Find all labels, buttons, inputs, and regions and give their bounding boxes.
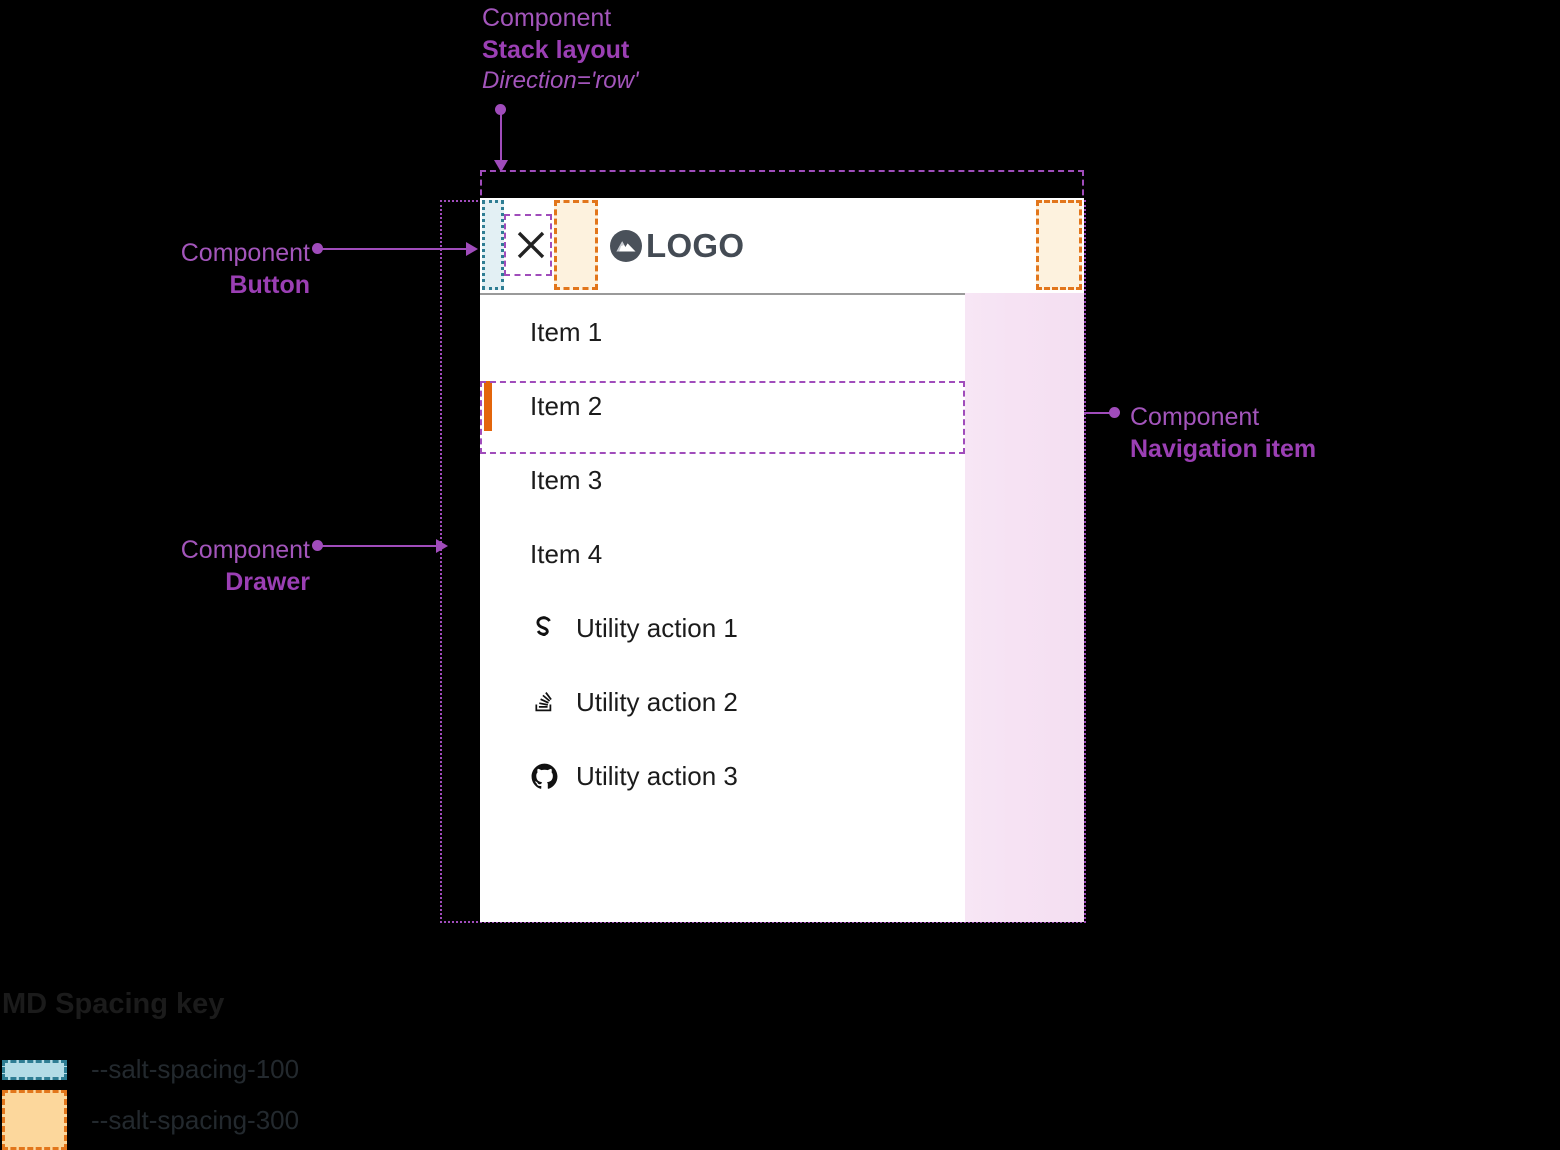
nav-item-4[interactable]: Item 4 bbox=[480, 517, 1084, 591]
leader-dot-stack-layout bbox=[495, 104, 506, 115]
annotation-stack-layout: Component Stack layout Direction='row' bbox=[482, 2, 639, 97]
annotation-button-name: Button bbox=[229, 271, 310, 299]
spacing-key-label-300: --salt-spacing-300 bbox=[91, 1104, 300, 1135]
close-button[interactable] bbox=[501, 215, 560, 274]
annotation-drawer-name: Drawer bbox=[225, 568, 310, 596]
utility-action-label: Utility action 3 bbox=[576, 760, 738, 791]
annotation-stack-layout-sub: Direction='row' bbox=[482, 67, 639, 94]
spacing-key-row-300: --salt-spacing-300 bbox=[2, 1090, 299, 1150]
mountain-logo-icon bbox=[610, 229, 642, 262]
utility-action-1[interactable]: Utility action 1 bbox=[480, 591, 1084, 665]
spacing-overlay-100-left bbox=[482, 200, 504, 290]
spacing-key-title: MD Spacing key bbox=[2, 988, 225, 1020]
annotation-button-kind: Component bbox=[180, 239, 310, 267]
leader-arrow-stack-layout bbox=[494, 160, 508, 172]
brand-lockup: LOGO bbox=[610, 198, 744, 293]
salt-s-icon bbox=[530, 614, 558, 642]
utility-action-3[interactable]: Utility action 3 bbox=[480, 739, 1084, 813]
annotation-button: Component Button bbox=[10, 237, 310, 301]
nav-item-1[interactable]: Item 1 bbox=[480, 295, 1084, 369]
leader-dot-navigation-item bbox=[1109, 407, 1120, 418]
utility-action-label: Utility action 1 bbox=[576, 612, 738, 643]
leader-dot-drawer bbox=[312, 540, 323, 551]
nav-item-label: Item 3 bbox=[530, 464, 603, 495]
spacing-key-label-100: --salt-spacing-100 bbox=[91, 1054, 300, 1084]
spacing-key-swatch-300 bbox=[2, 1090, 67, 1150]
active-indicator-bar bbox=[484, 381, 492, 431]
brand-text: LOGO bbox=[646, 226, 745, 264]
nav-item-label: Item 4 bbox=[530, 538, 603, 569]
leader-arrow-button bbox=[466, 242, 478, 256]
leader-line-drawer bbox=[320, 545, 438, 547]
utility-action-2[interactable]: Utility action 2 bbox=[480, 665, 1084, 739]
nav-item-label: Item 1 bbox=[530, 316, 603, 347]
annotation-drawer: Component Drawer bbox=[10, 534, 310, 598]
spacing-key-swatch-100 bbox=[2, 1059, 67, 1080]
leader-dot-button bbox=[312, 243, 323, 254]
close-icon bbox=[517, 231, 544, 258]
spacing-overlay-300-right bbox=[1036, 200, 1082, 290]
nav-item-2[interactable]: Item 2 bbox=[480, 369, 1084, 443]
annotation-drawer-kind: Component bbox=[180, 536, 310, 564]
utility-action-label: Utility action 2 bbox=[576, 686, 738, 717]
stackoverflow-icon bbox=[530, 688, 558, 716]
drawer-panel: LOGO Item 1 Item 2 Item 3 Item 4 bbox=[480, 198, 1084, 922]
annotation-stack-layout-name: Stack layout bbox=[482, 36, 630, 64]
spacing-key-row-100: --salt-spacing-100 bbox=[2, 1054, 299, 1085]
annotation-navigation-item-kind: Component bbox=[1130, 403, 1260, 431]
leader-line-stack-layout bbox=[500, 112, 502, 162]
github-icon bbox=[530, 762, 558, 790]
leader-line-button bbox=[320, 248, 468, 250]
nav-item-label: Item 2 bbox=[530, 390, 603, 421]
leader-arrow-drawer bbox=[436, 539, 448, 553]
drawer-nav-list: Item 1 Item 2 Item 3 Item 4 Utili bbox=[480, 295, 1084, 813]
annotation-navigation-item: Component Navigation item bbox=[1130, 401, 1316, 465]
annotation-navigation-item-name: Navigation item bbox=[1130, 435, 1317, 463]
nav-item-3[interactable]: Item 3 bbox=[480, 443, 1084, 517]
annotation-stack-layout-kind: Component bbox=[482, 4, 612, 32]
spacing-overlay-300-after-button bbox=[554, 200, 598, 290]
